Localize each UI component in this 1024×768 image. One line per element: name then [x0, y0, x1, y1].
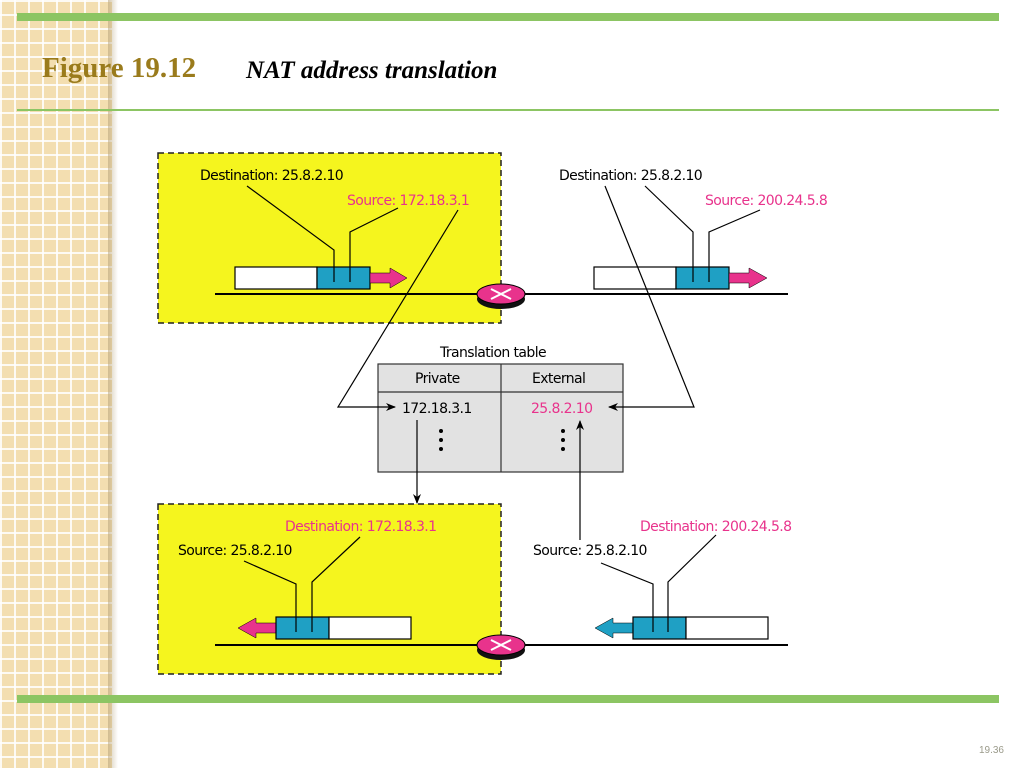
arrow-left-icon: [594, 617, 634, 639]
arrow-source-to-private: [336, 209, 459, 411]
arrow-right-icon: [369, 267, 408, 289]
arrow-right-icon: [728, 267, 768, 289]
outgoing-private-source: Source: 172.18.3.1: [347, 193, 469, 209]
arrow-dest-to-external: [604, 185, 695, 411]
incoming-public-destination: Destination: 200.24.5.8: [640, 519, 791, 535]
packet-incoming-private: [237, 536, 412, 640]
translation-table-title: Translation table: [439, 345, 546, 361]
figure-label: Figure 19.12: [42, 52, 197, 84]
title-rule: [17, 109, 999, 111]
outgoing-private-destination: Destination: 25.8.2.10: [200, 168, 343, 184]
table-header-private: Private: [415, 371, 460, 387]
table-ellipsis-private: [439, 429, 443, 451]
incoming-private-source: Source: 25.8.2.10: [178, 543, 292, 559]
packet-outgoing-public: [593, 185, 768, 290]
sidebar-shadow: [108, 0, 118, 768]
router-x-icon: [490, 639, 512, 651]
outgoing-public-destination: Destination: 25.8.2.10: [559, 168, 702, 184]
incoming-public-source: Source: 25.8.2.10: [533, 543, 647, 559]
decorative-sidebar: [0, 0, 112, 768]
packet-outgoing-private: [234, 185, 408, 290]
table-header-external: External: [532, 371, 585, 387]
figure-title: NAT address translation: [246, 57, 498, 84]
table-cell-private: 172.18.3.1: [402, 401, 472, 417]
translation-table: [377, 363, 624, 473]
table-ellipsis-external: [561, 429, 565, 451]
router-bottom: [476, 634, 526, 660]
packet-incoming-public: [594, 534, 769, 640]
table-cell-external: 25.8.2.10: [531, 401, 592, 417]
incoming-private-destination: Destination: 172.18.3.1: [285, 519, 436, 535]
arrow-left-icon: [237, 617, 277, 639]
router-x-icon: [490, 288, 512, 300]
router-top: [476, 283, 526, 309]
outgoing-public-source: Source: 200.24.5.8: [705, 193, 827, 209]
bottom-accent-bar: [17, 695, 999, 703]
page-number: 19.36: [978, 745, 1004, 756]
top-accent-bar: [17, 13, 999, 21]
